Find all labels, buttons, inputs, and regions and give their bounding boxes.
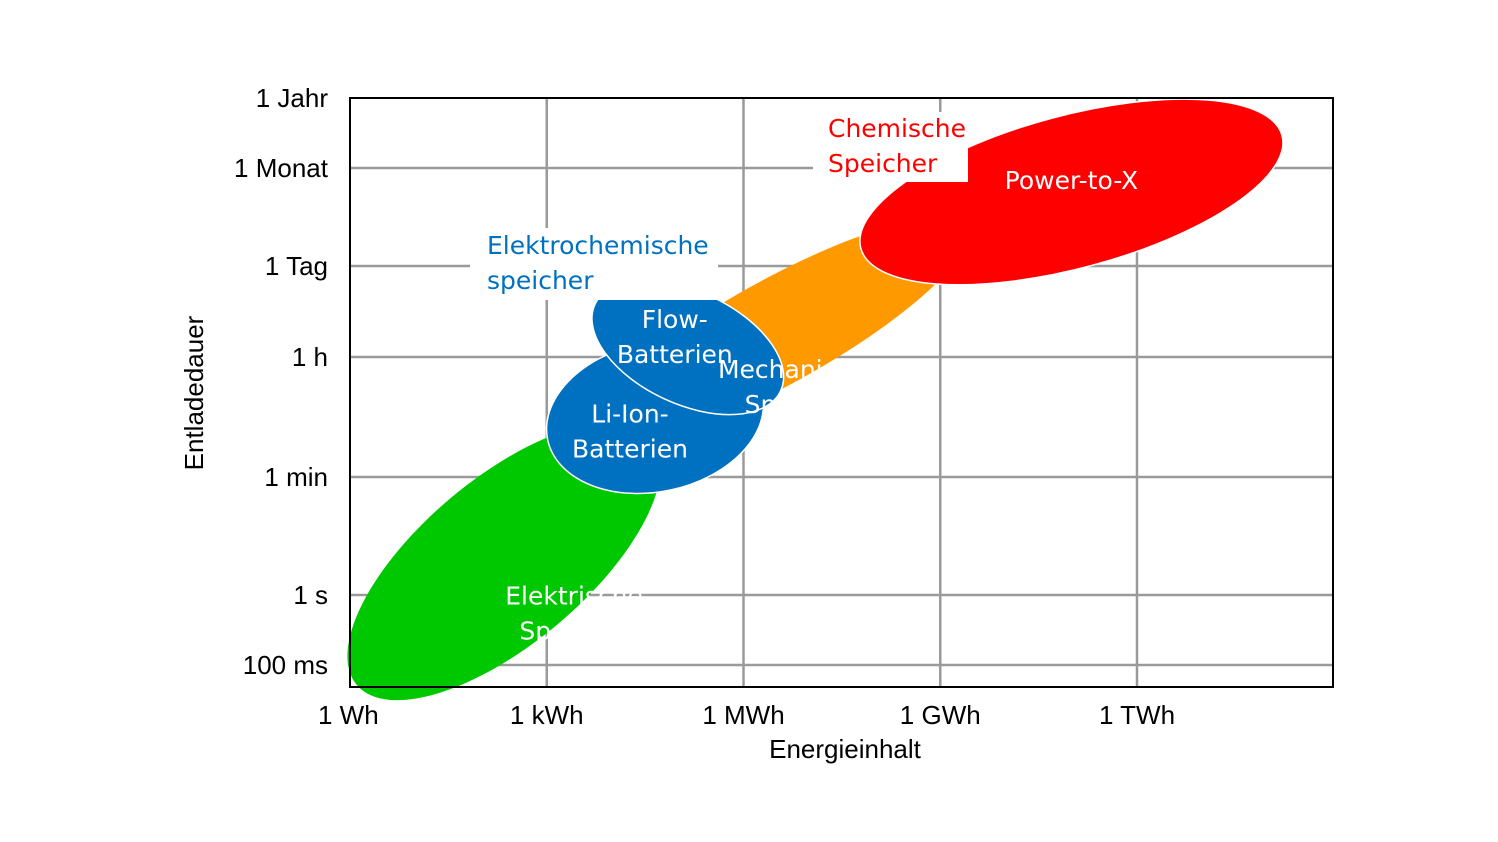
region-label-mechanische: Speicher xyxy=(745,390,855,419)
x-tick-labels: 1 Wh 1 kWh 1 MWh 1 GWh 1 TWh xyxy=(318,700,1175,730)
x-tick-label: 1 Wh xyxy=(318,700,379,730)
x-tick-label: 1 TWh xyxy=(1099,700,1175,730)
y-tick-label: 1 s xyxy=(293,580,328,610)
region-label-mechanische: Mechanische xyxy=(718,355,881,384)
x-axis-title: Energieinhalt xyxy=(769,734,922,764)
y-axis-title: Entladedauer xyxy=(179,315,209,470)
annotations: Elektrochemische speicher ChemischeSpeiche… xyxy=(470,112,968,300)
region-label-li-ion: Batterien xyxy=(572,435,688,464)
region-elektrische xyxy=(347,422,661,701)
annotation-chemische: Chemische xyxy=(828,114,966,143)
annotation-chemische: Speicher xyxy=(828,149,938,178)
y-tick-labels: 100 ms 1 s 1 min 1 h 1 Tag 1 Monat 1 Jahr xyxy=(234,83,329,680)
x-tick-label: 1 MWh xyxy=(702,700,784,730)
region-power-to-x xyxy=(859,98,1284,286)
y-tick-label: 1 min xyxy=(264,462,328,492)
annotation-background xyxy=(470,228,718,300)
region-label-flow: Batterien xyxy=(617,340,733,369)
annotation-background xyxy=(813,112,968,182)
annotation-elektrochemische: Elektrochemische xyxy=(487,231,709,260)
x-tick-label: 1 GWh xyxy=(900,700,981,730)
y-tick-label: 1 Monat xyxy=(234,153,329,183)
region-labels: ElektrischeSpeicherMechanischeSpeicherPo… xyxy=(505,166,1138,646)
annotation-elektrochemische: speicher xyxy=(487,266,594,295)
region-label-flow: Flow- xyxy=(642,305,708,334)
y-tick-label: 100 ms xyxy=(243,650,328,680)
region-label-elektrische: Speicher xyxy=(519,617,629,646)
y-tick-label: 1 h xyxy=(292,342,328,372)
region-label-power-to-x: Power-to-X xyxy=(1005,166,1138,195)
y-tick-label: 1 Tag xyxy=(265,251,328,281)
region-label-elektrische: Elektrische xyxy=(505,582,643,611)
region-label-li-ion: Li-Ion- xyxy=(591,400,668,429)
plot-frame xyxy=(349,97,1334,688)
x-tick-label: 1 kWh xyxy=(510,700,584,730)
y-tick-label: 1 Jahr xyxy=(256,83,329,113)
